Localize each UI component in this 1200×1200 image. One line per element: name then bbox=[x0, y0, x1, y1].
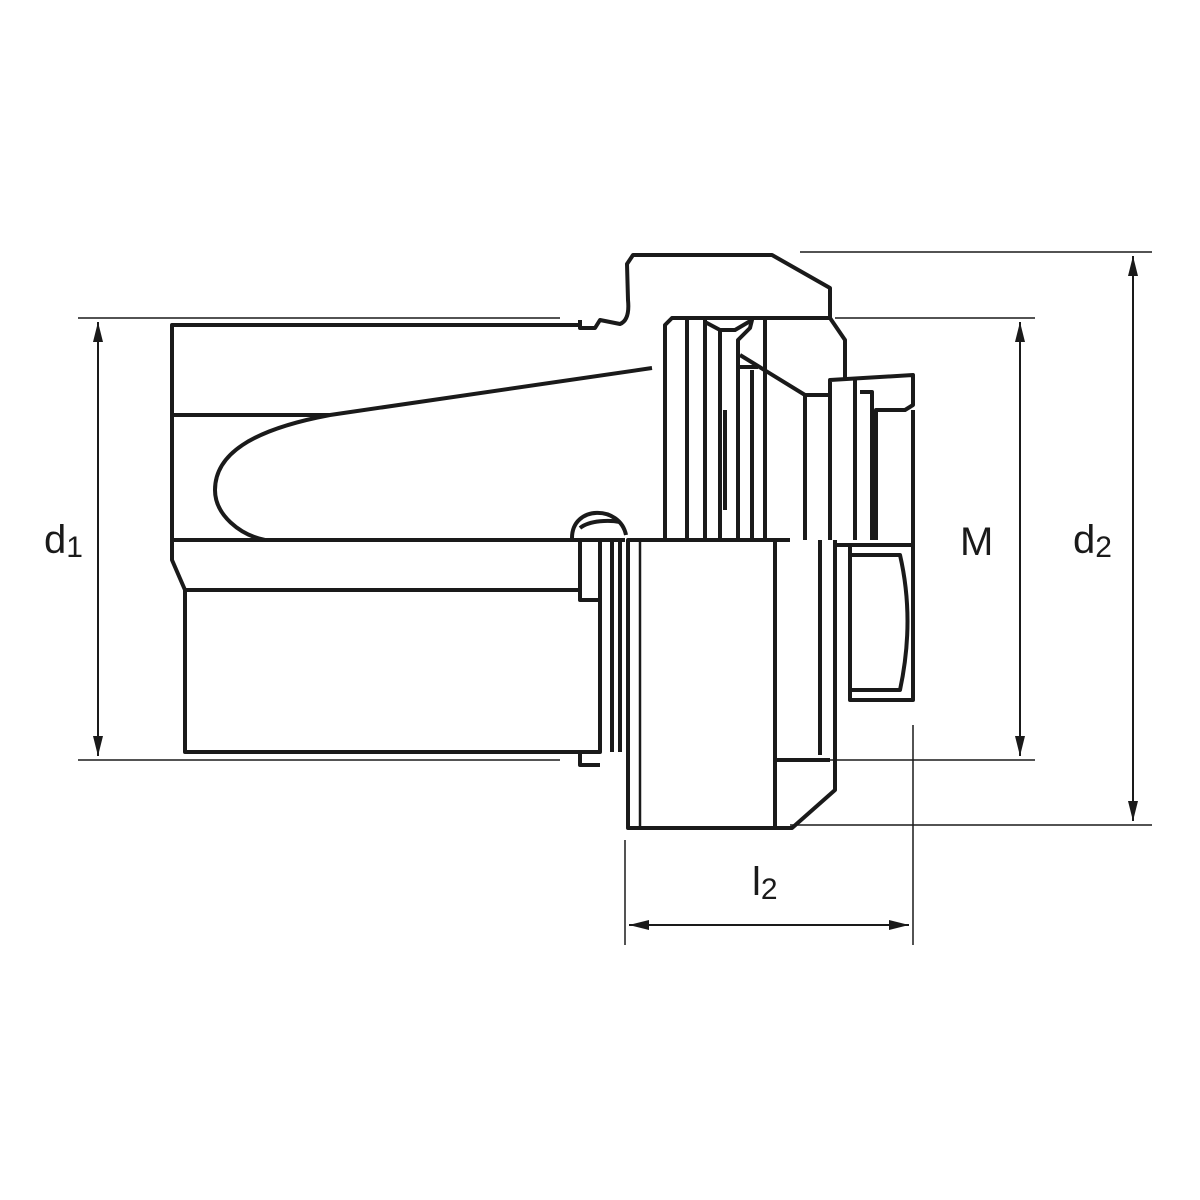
label-d2-sub: 2 bbox=[1095, 531, 1112, 564]
label-l2-sub: 2 bbox=[760, 873, 778, 906]
ball bbox=[570, 510, 628, 539]
dimension-d1 bbox=[78, 317, 560, 761]
hex-nut bbox=[835, 543, 915, 702]
taper-curve bbox=[213, 366, 653, 542]
label-d1: d1 bbox=[44, 520, 83, 563]
label-d2-main: d bbox=[1073, 518, 1096, 562]
dimension-d2 bbox=[790, 251, 1152, 826]
nut-body bbox=[626, 538, 777, 830]
label-d1-main: d bbox=[44, 518, 67, 562]
dimension-lines bbox=[78, 251, 1152, 945]
label-d1-sub: 1 bbox=[66, 531, 83, 564]
shank bbox=[170, 323, 580, 754]
label-l2: l2 bbox=[752, 862, 778, 905]
label-l2-main: l bbox=[752, 860, 761, 904]
label-d2: d2 bbox=[1073, 520, 1112, 563]
dimension-l2 bbox=[624, 725, 914, 945]
nut-cap bbox=[578, 253, 832, 330]
part-outline bbox=[170, 253, 915, 830]
label-M: M bbox=[960, 520, 994, 564]
